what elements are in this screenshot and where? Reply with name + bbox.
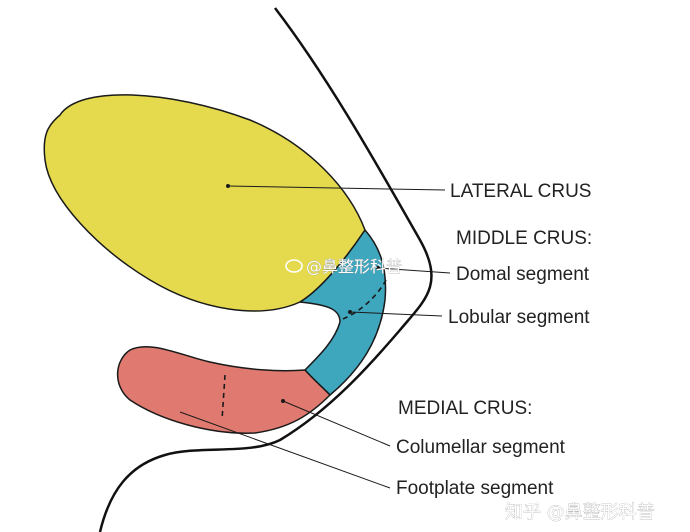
label-columellar-segment: Columellar segment: [396, 437, 566, 458]
medial-crus-shape: [116, 345, 332, 434]
leader-line-domal-segment: [377, 267, 451, 274]
label-domal-segment: Domal segment: [456, 264, 590, 285]
label-middle-crus: MIDDLE CRUS:: [456, 228, 592, 249]
watermark-bottom: 知乎 @鼻整形科普: [505, 502, 655, 523]
leader-line-lobular-segment: [349, 311, 443, 317]
pointer-dot: [226, 184, 230, 188]
label-lobular-segment: Lobular segment: [448, 307, 590, 328]
lateral-crus-shape: [43, 94, 366, 312]
label-footplate-segment: Footplate segment: [396, 478, 554, 499]
label-medial-crus: MEDIAL CRUS:: [398, 398, 532, 419]
watermark-center: @鼻整形科普: [306, 257, 402, 276]
leader-line-columellar-segment: [282, 400, 391, 447]
leader-line-lateral-crus: [227, 185, 446, 191]
label-lateral-crus: LATERAL CRUS: [450, 181, 591, 202]
segment-boundary-dashed: [221, 374, 226, 421]
pointer-dot: [348, 310, 352, 314]
nose-profile-line: [98, 7, 433, 532]
pointer-dot: [281, 399, 285, 403]
weibo-icon: [285, 259, 303, 273]
leader-line-footplate-segment: [179, 411, 391, 489]
segment-boundary-dashed: [339, 279, 387, 321]
pointer-dot: [376, 266, 380, 270]
